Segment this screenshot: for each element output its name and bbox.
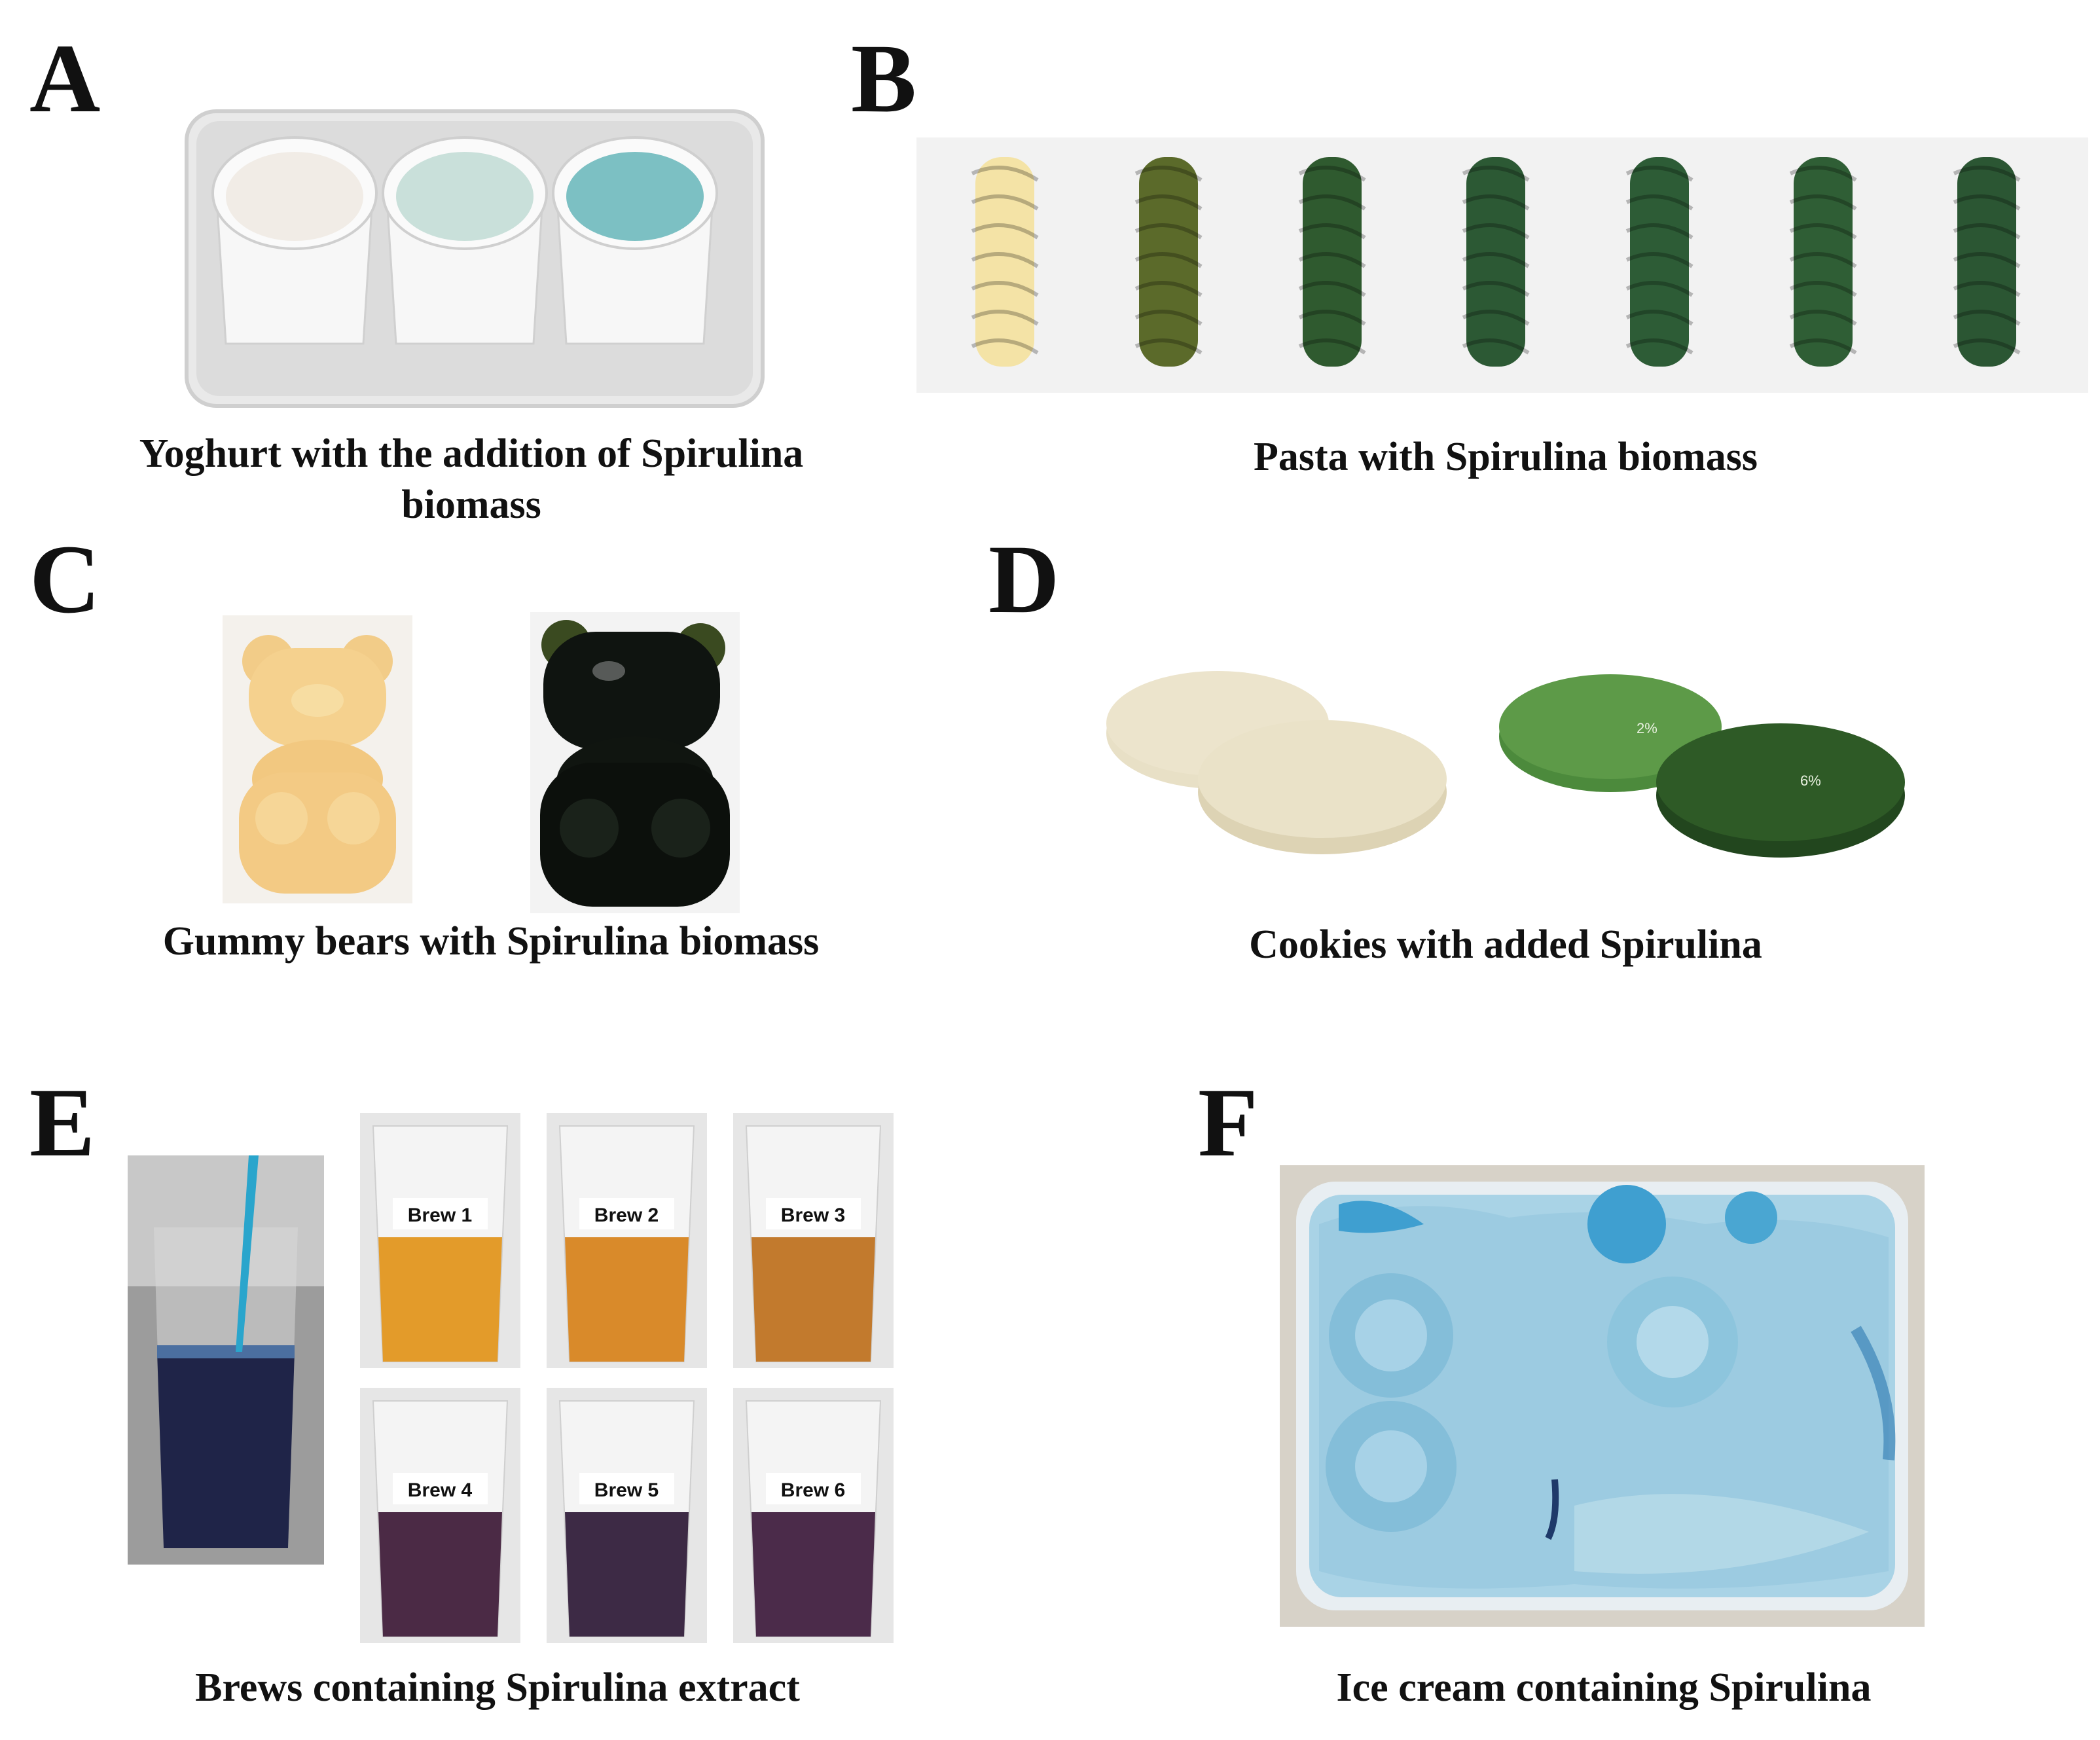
caption-e: Brews containing Spirulina extract bbox=[195, 1665, 800, 1710]
brew-cup: Brew 3 bbox=[733, 1113, 894, 1368]
caption-d: Cookies with added Spirulina bbox=[1249, 922, 1762, 967]
panel-letter-d: D bbox=[988, 525, 1060, 634]
brew-cup: Brew 5 bbox=[547, 1388, 707, 1643]
yoghurt-cup bbox=[552, 136, 718, 345]
pasta-piece bbox=[1462, 157, 1530, 367]
caption-a: Yoghurt with the addition of Spirulina b… bbox=[139, 431, 804, 527]
gummy-bear-spirulina-photo bbox=[530, 612, 740, 913]
brew-glass-photo bbox=[128, 1155, 324, 1565]
pasta-piece bbox=[1298, 157, 1366, 367]
brew-cup: Brew 2 bbox=[547, 1113, 707, 1368]
brew-label: Brew 4 bbox=[408, 1479, 473, 1501]
pasta-piece bbox=[971, 157, 1039, 367]
panel-letter-b: B bbox=[851, 24, 917, 133]
yoghurt-cup bbox=[382, 136, 548, 345]
caption-c: Gummy bears with Spirulina biomass bbox=[162, 919, 820, 964]
cookies-photo: 2% 6% bbox=[1087, 661, 1938, 884]
caption-b: Pasta with Spirulina biomass bbox=[1253, 435, 1758, 479]
brews-grid-photo: Brew 1 Brew 2 Brew 3 Brew 4 Brew 5 Brew 6 bbox=[360, 1113, 903, 1643]
cookie-label-2pct: 2% bbox=[1637, 720, 1657, 736]
yoghurt-cup bbox=[211, 136, 378, 345]
panel-letter-e: E bbox=[29, 1068, 96, 1177]
brew-label: Brew 5 bbox=[594, 1479, 659, 1501]
panel-letter-a: A bbox=[29, 24, 101, 133]
pasta-piece bbox=[1134, 157, 1203, 367]
panel-letter-f: F bbox=[1198, 1068, 1258, 1177]
pasta-photo bbox=[916, 137, 2088, 393]
brew-label: Brew 6 bbox=[781, 1479, 845, 1501]
brew-label: Brew 2 bbox=[594, 1205, 659, 1226]
brew-label: Brew 1 bbox=[408, 1205, 472, 1226]
pasta-piece bbox=[1625, 157, 1693, 367]
pasta-piece bbox=[1953, 157, 2021, 367]
ice-cream-photo bbox=[1280, 1165, 1925, 1627]
brew-cup: Brew 6 bbox=[733, 1388, 894, 1643]
panel-letter-c: C bbox=[29, 525, 101, 634]
pasta-piece bbox=[1789, 157, 1857, 367]
cookie-label-6pct: 6% bbox=[1800, 772, 1821, 789]
brew-cup: Brew 1 bbox=[360, 1113, 520, 1368]
brew-label: Brew 3 bbox=[781, 1205, 845, 1226]
yoghurt-photo bbox=[183, 108, 766, 409]
caption-f: Ice cream containing Spirulina bbox=[1336, 1665, 1872, 1710]
brew-cup: Brew 4 bbox=[360, 1388, 520, 1643]
gummy-bear-plain-photo bbox=[223, 615, 412, 903]
